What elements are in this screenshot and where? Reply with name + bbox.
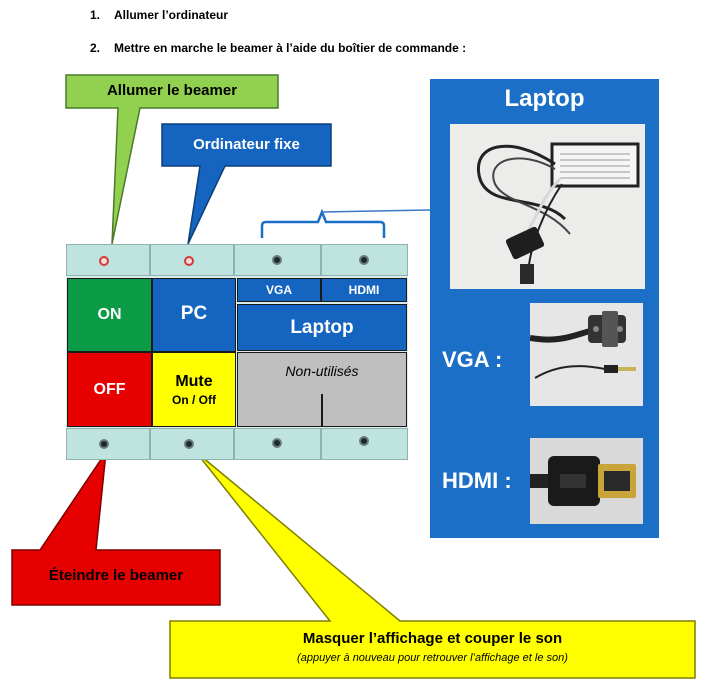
hdmi-label: HDMI :: [442, 468, 512, 493]
laptop-cables-photo: [450, 124, 645, 289]
vga-led-indicator: [272, 255, 282, 265]
mute-button[interactable]: Mute On / Off: [152, 352, 236, 427]
laptop-ports-bracket: [260, 208, 386, 238]
mute-callout-title: Masquer l’affichage et couper le son: [302, 630, 563, 647]
instruction-1-text: Allumer l’ordinateur: [114, 8, 229, 22]
mute-button-sublabel: On / Off: [172, 392, 216, 407]
instruction-2: 2. Mettre en marche le beamer à l’aide du…: [90, 41, 466, 55]
hdmi-button[interactable]: HDMI: [321, 278, 407, 302]
hdmi-button-label: HDMI: [348, 283, 380, 297]
pc-button-label: PC: [180, 303, 208, 324]
unused-divider: [321, 394, 323, 427]
hdmi-led-indicator: [359, 255, 369, 265]
laptop-panel: Laptop VGA : HDMI :: [430, 79, 659, 538]
on-button[interactable]: ON: [67, 278, 152, 352]
instruction-2-text: Mettre en marche le beamer à l’aide du b…: [114, 41, 467, 55]
power-on-callout-shape: [65, 74, 279, 245]
power-off-callout: Éteindre le beamer: [48, 567, 184, 584]
vga-connector-photo: [529, 303, 643, 406]
on-button-label: ON: [97, 306, 122, 323]
control-box: ON PC VGA HDMI Laptop OFF Mute On / Off …: [66, 244, 408, 460]
mute-button-label: Mute: [175, 372, 213, 390]
pc-led-indicator: [184, 256, 194, 266]
hdmi-connector-photo: [530, 438, 643, 524]
vga-label: VGA :: [442, 347, 503, 372]
unused-label: Non-utilisés: [285, 363, 359, 379]
off-led-indicator: [99, 439, 109, 449]
vga-button-label: VGA: [265, 283, 292, 297]
cable-bundle-icon: [477, 142, 640, 284]
hdmi-connector-icon: [530, 456, 636, 506]
pc-button[interactable]: PC: [152, 278, 236, 352]
power-on-callout: Allumer le beamer: [106, 82, 238, 99]
vga-connector-icon: [529, 311, 636, 379]
unused-led-indicator-1: [272, 438, 282, 448]
power-led-indicator: [99, 256, 109, 266]
unused-buttons-area: Non-utilisés: [237, 352, 407, 427]
power-off-callout-shape: [11, 451, 221, 606]
unused-led-indicator-2: [359, 436, 369, 446]
mute-callout-shape: [169, 451, 696, 679]
off-button[interactable]: OFF: [67, 352, 152, 427]
fixed-pc-callout-shape: [161, 123, 332, 245]
off-button-label: OFF: [93, 380, 126, 398]
laptop-panel-title: Laptop: [504, 85, 585, 112]
top-strip-1: [66, 244, 150, 276]
instruction-1: 1. Allumer l’ordinateur: [90, 8, 228, 22]
laptop-button[interactable]: Laptop: [237, 304, 407, 351]
fixed-pc-callout: Ordinateur fixe: [193, 136, 300, 153]
mute-callout-note: (appuyer à nouveau pour retrouver l’affi…: [297, 652, 568, 664]
mute-led-indicator: [184, 439, 194, 449]
vga-button[interactable]: VGA: [237, 278, 321, 302]
bracket-connector-line: [321, 209, 431, 213]
instruction-2-number: 2.: [90, 41, 101, 55]
instruction-1-number: 1.: [90, 8, 101, 22]
laptop-button-label: Laptop: [290, 316, 354, 338]
